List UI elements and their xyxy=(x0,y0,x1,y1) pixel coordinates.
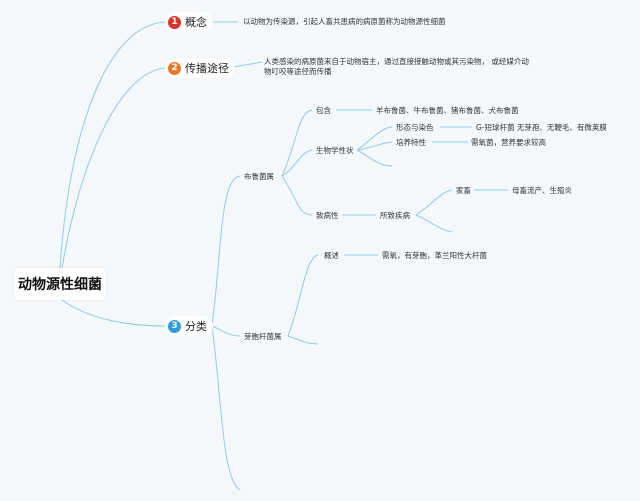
number-badge-2: 2 xyxy=(168,61,181,75)
node-brucella[interactable]: 布鲁菌属 xyxy=(244,172,274,181)
includes-value: 羊布鲁菌、牛布鲁菌、猪布鲁菌、犬布鲁菌 xyxy=(376,106,519,115)
link-biology-morph xyxy=(356,126,393,151)
node-morphology[interactable]: 形态与染色 xyxy=(396,123,434,132)
concept-text: 以动物为传染源，引起人畜共患病的病原菌称为动物源性细菌 xyxy=(243,17,446,26)
livestock-value: 母畜流产、生殖炎 xyxy=(512,186,572,195)
node-pathogenicity[interactable]: 致病性 xyxy=(316,211,339,220)
node-biology[interactable]: 生物学性状 xyxy=(316,146,354,155)
branch-transmission[interactable]: 2 传播途径 xyxy=(165,58,235,78)
link-root-transmission xyxy=(61,67,166,269)
link-biology-culture xyxy=(356,141,393,151)
branch-classification[interactable]: 3 分类 xyxy=(165,316,213,336)
node-culture[interactable]: 培养特性 xyxy=(396,138,426,147)
branch-transmission-label: 传播途径 xyxy=(185,62,229,75)
number-badge-3: 3 xyxy=(168,319,181,333)
branch-concept-label: 概念 xyxy=(185,16,207,29)
branch-classification-label: 分类 xyxy=(185,320,207,333)
node-overview[interactable]: 概述 xyxy=(324,251,339,260)
link-class-brucella xyxy=(211,175,241,327)
node-includes[interactable]: 包含 xyxy=(316,106,331,115)
link-root-classification xyxy=(61,299,166,327)
node-disease[interactable]: 所致疾病 xyxy=(380,211,410,220)
link-brucella-includes xyxy=(281,109,313,177)
link-disease-tail xyxy=(415,214,453,233)
culture-value: 需氧菌，营养要求较高 xyxy=(471,138,546,147)
link-biology-tail xyxy=(356,149,393,167)
node-bacillus[interactable]: 芽胞杆菌属 xyxy=(244,332,282,341)
overview-value: 需氧，有芽胞，革兰阳性大杆菌 xyxy=(382,251,487,260)
root-node[interactable]: 动物源性细菌 xyxy=(14,268,106,300)
node-livestock[interactable]: 家畜 xyxy=(456,186,471,195)
link-root-concept xyxy=(59,21,166,269)
link-class-bacillus xyxy=(211,325,241,337)
link-disease-livestock xyxy=(415,189,453,216)
link-brucella-biology xyxy=(281,149,313,177)
link-bacillus-overview xyxy=(287,254,319,337)
number-badge-1: 1 xyxy=(168,15,181,29)
link-brucella-patho xyxy=(281,175,313,216)
root-label: 动物源性细菌 xyxy=(18,277,102,293)
link-bacillus-tail xyxy=(287,335,319,345)
morphology-value: G-短球杆菌 无芽孢、无鞭毛、有微荚膜 xyxy=(476,123,607,132)
branch-concept[interactable]: 1 概念 xyxy=(165,12,213,32)
transmission-text-line2: 物叮咬等途径而传播 xyxy=(264,67,332,76)
transmission-text-line1: 人类感染的病原菌来自于动物宿主，通过直接接触动物或其污染物， 或经媒介动 xyxy=(264,57,529,66)
link-class-tail xyxy=(211,325,241,491)
